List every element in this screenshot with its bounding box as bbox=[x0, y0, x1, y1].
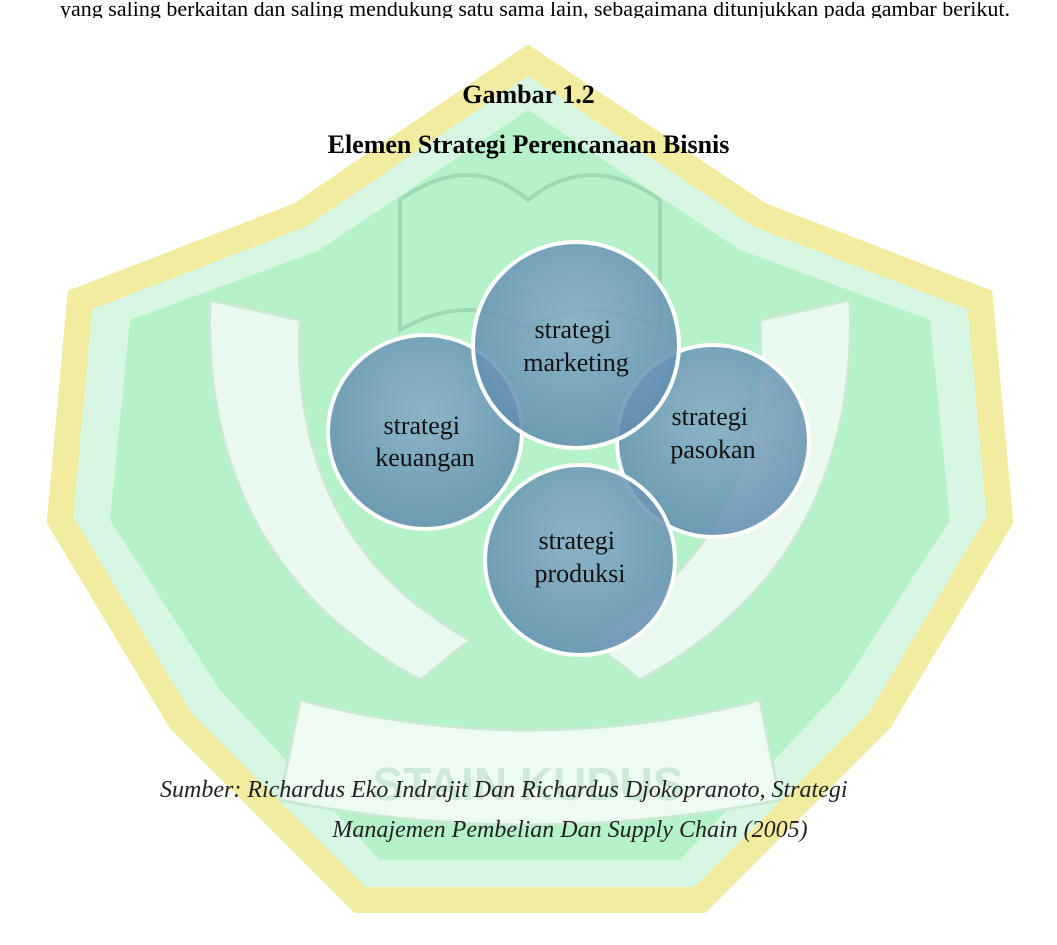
source-citation-line1: Sumber: Richardus Eko Indrajit Dan Richa… bbox=[160, 777, 848, 803]
node-keuangan: strategi keuangan bbox=[326, 333, 524, 531]
node-keuangan-label-line1: strategi bbox=[383, 411, 460, 440]
node-marketing-circle bbox=[471, 240, 681, 450]
node-pasokan-label-line1: strategi bbox=[671, 402, 748, 431]
node-marketing-label-line1: strategi bbox=[534, 315, 611, 344]
svg-text:strategi produksi: strategi produksi bbox=[535, 526, 626, 588]
node-produksi-circle bbox=[483, 463, 677, 657]
watermark-banner bbox=[278, 698, 782, 827]
node-marketing-label-line2: marketing bbox=[523, 348, 628, 377]
node-produksi: strategi produksi bbox=[483, 463, 677, 657]
previous-page-text-line: yang saling berkaitan dan saling menduku… bbox=[60, 2, 1011, 18]
node-produksi-label-line1: strategi bbox=[538, 526, 615, 555]
node-keuangan-label-line2: keuangan bbox=[375, 443, 475, 472]
watermark-left-band bbox=[208, 298, 473, 682]
svg-text:strategi marketing: strategi marketing bbox=[523, 315, 628, 377]
svg-text:strategi pasokan: strategi pasokan bbox=[670, 402, 755, 464]
source-citation-line2: Manajemen Pembelian Dan Supply Chain (20… bbox=[332, 817, 808, 843]
svg-text:strategi keuangan: strategi keuangan bbox=[375, 411, 475, 472]
figure-number: Gambar 1.2 bbox=[462, 80, 595, 109]
watermark-banner-text: STAIN KUDUS bbox=[373, 758, 684, 810]
node-produksi-label-line2: produksi bbox=[535, 559, 626, 588]
figure-title: Elemen Strategi Perencanaan Bisnis bbox=[327, 130, 730, 159]
node-marketing: strategi marketing bbox=[471, 240, 681, 450]
node-pasokan-label-line2: pasokan bbox=[670, 435, 755, 464]
